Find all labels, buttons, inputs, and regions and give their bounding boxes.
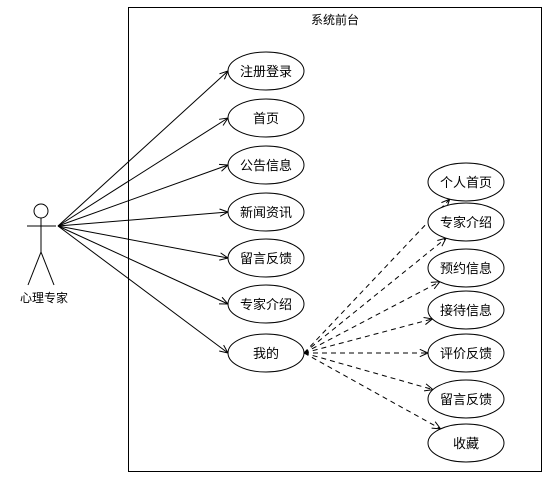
dependency-arrowhead xyxy=(423,316,434,325)
association-line xyxy=(57,211,229,227)
sub-case[interactable]: 预约信息 xyxy=(427,248,505,288)
use-case[interactable]: 新闻资讯 xyxy=(227,192,305,232)
actor-right-leg xyxy=(40,251,55,286)
dependency-line xyxy=(303,352,434,391)
actor-figure xyxy=(27,203,56,286)
use-case-label: 专家介绍 xyxy=(240,297,292,313)
use-case-label: 留言反馈 xyxy=(240,252,292,267)
sub-case-ellipse xyxy=(427,248,505,288)
association-arrowhead xyxy=(219,117,230,126)
use-case[interactable]: 公告信息 xyxy=(227,145,305,185)
dependency-arrowhead xyxy=(431,421,442,430)
sub-case-ellipse xyxy=(427,423,505,463)
use-case-label: 新闻资讯 xyxy=(240,205,292,221)
dependency-line xyxy=(303,281,441,354)
system-title: 系统前台 xyxy=(311,12,359,27)
sub-case-label: 评价反馈 xyxy=(440,347,492,362)
sub-case-ellipse xyxy=(427,333,505,373)
use-case-ellipse xyxy=(227,284,305,324)
use-case-ellipse xyxy=(227,145,305,185)
sub-case[interactable]: 留言反馈 xyxy=(427,379,505,419)
use-case-ellipse xyxy=(227,192,305,232)
use-case[interactable]: 首页 xyxy=(227,98,305,138)
sub-case-label: 接待信息 xyxy=(440,303,492,319)
actor-left-leg xyxy=(27,251,42,286)
sub-case-label: 专家介绍 xyxy=(440,215,492,231)
use-case[interactable]: 留言反馈 xyxy=(227,238,305,278)
association-line xyxy=(57,225,229,354)
sub-case-ellipse xyxy=(427,202,505,242)
use-case-label: 首页 xyxy=(253,112,279,127)
use-case[interactable]: 我的 xyxy=(227,333,305,373)
use-case[interactable]: 注册登录 xyxy=(227,51,305,91)
sub-case[interactable]: 个人首页 xyxy=(427,162,505,202)
sub-case-ellipse xyxy=(427,290,505,330)
use-case-ellipse xyxy=(227,98,305,138)
association-line xyxy=(57,225,229,305)
use-case-ellipse xyxy=(227,51,305,91)
sub-case[interactable]: 接待信息 xyxy=(427,290,505,330)
association-line xyxy=(57,225,229,259)
sub-case[interactable]: 专家介绍 xyxy=(427,202,505,242)
sub-case-label: 留言反馈 xyxy=(440,393,492,408)
dependency-line xyxy=(303,237,447,354)
sub-case-label: 预约信息 xyxy=(440,261,492,277)
sub-case-ellipse xyxy=(427,162,505,202)
use-case-ellipse xyxy=(227,238,305,278)
use-case[interactable]: 专家介绍 xyxy=(227,284,305,324)
dependency-line xyxy=(303,318,433,354)
dependency-line xyxy=(303,352,441,430)
association-lines xyxy=(57,70,230,354)
sub-case-ellipse xyxy=(427,379,505,419)
use-case-ellipse xyxy=(227,333,305,373)
use-case-label: 注册登录 xyxy=(240,65,292,80)
association-line xyxy=(57,164,229,227)
sub-case-label: 收藏 xyxy=(453,437,479,452)
sub-case-label: 个人首页 xyxy=(440,176,492,191)
use-case-label: 我的 xyxy=(253,346,279,362)
sub-case[interactable]: 评价反馈 xyxy=(427,333,505,373)
actor-label: 心理专家 xyxy=(20,290,68,305)
use-case-label: 公告信息 xyxy=(240,158,292,174)
actor-head xyxy=(33,203,49,219)
dependency-lines xyxy=(303,198,451,430)
association-line xyxy=(57,117,229,227)
association-line xyxy=(57,70,229,227)
sub-case[interactable]: 收藏 xyxy=(427,423,505,463)
